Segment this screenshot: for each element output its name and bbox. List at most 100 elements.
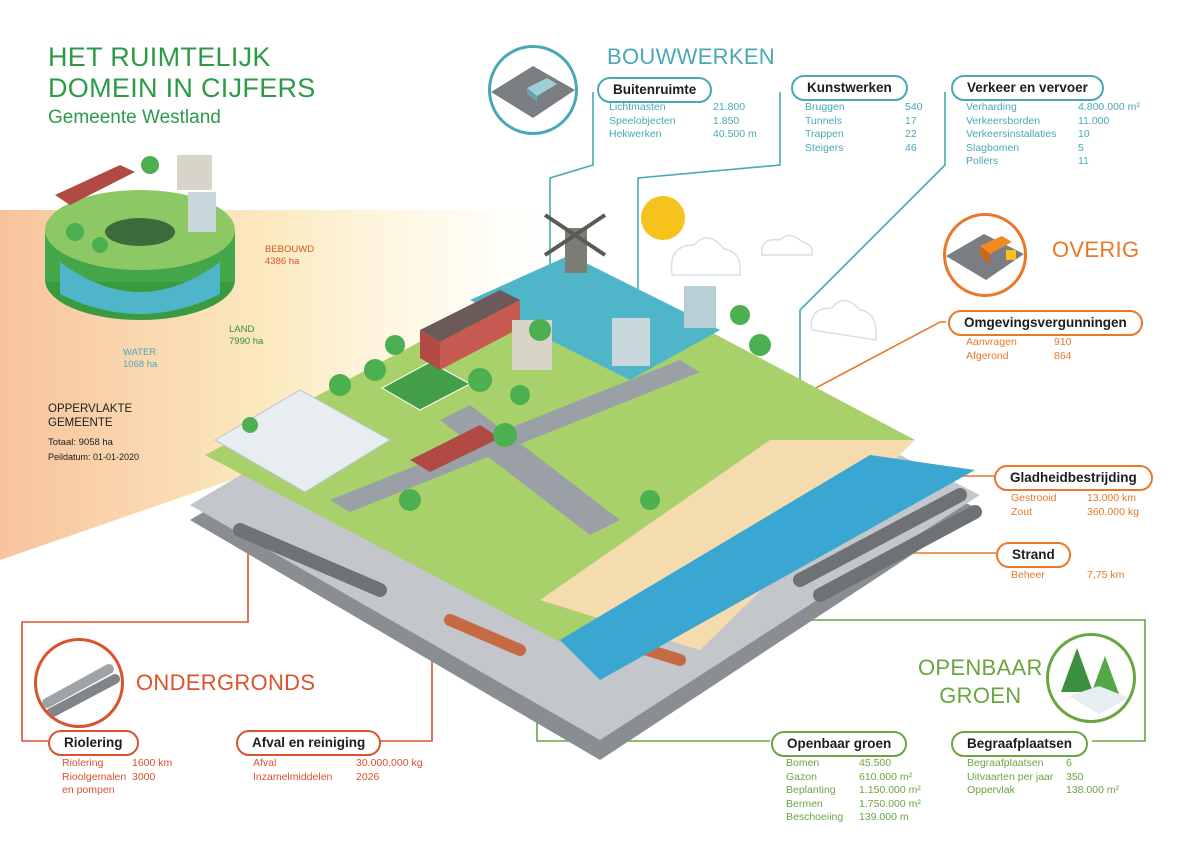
row-value: 10 xyxy=(1078,128,1090,140)
water-title: WATER xyxy=(123,347,157,358)
row-bermen: Bermen 1.750.000 m² xyxy=(786,798,921,812)
row-value: 3000 xyxy=(132,770,156,783)
row-value: 22 xyxy=(905,128,917,140)
row-key: Slagbomen xyxy=(966,141,1020,154)
row-key: Verharding xyxy=(966,101,1017,113)
row-steigers: Steigers 46 xyxy=(805,142,923,156)
panel-title-riolering: Riolering xyxy=(48,730,139,756)
pine-trees-icon xyxy=(1046,633,1136,723)
page-title: HET RUIMTELIJK DOMEIN IN CIJFERS xyxy=(48,42,316,104)
row-value: 540 xyxy=(905,101,923,113)
panel-title-gladheid: Gladheidbestrijding xyxy=(994,465,1153,491)
row-value: 17 xyxy=(905,114,917,127)
section-bouwwerken: BOUWWERKEN xyxy=(607,44,775,69)
oppervlakte-totaal: Totaal: 9058 ha xyxy=(48,437,113,448)
row-key: Gazon xyxy=(786,770,817,783)
row-value: 7,75 km xyxy=(1087,569,1125,581)
row-beplanting: Beplanting 1.150.000 m² xyxy=(786,784,921,798)
bebouwd-value: 4386 ha xyxy=(265,256,300,267)
title-line-1: HET RUIMTELIJK xyxy=(48,42,271,72)
title-line-2: DOMEIN IN CIJFERS xyxy=(48,73,316,103)
row-afgerond: Afgerond 864 xyxy=(966,350,1072,364)
row-key: Bruggen xyxy=(805,101,845,113)
row-key: Pollers xyxy=(966,155,999,167)
row-value: 1.150.000 m² xyxy=(859,784,921,796)
row-key: Beplanting xyxy=(786,784,836,796)
row-value: 2026 xyxy=(356,770,380,783)
row-key: Verkeersinstallaties xyxy=(966,128,1057,140)
sea xyxy=(560,455,975,680)
row-value: 40.500 m xyxy=(713,128,757,140)
row-value: 1.750.000 m² xyxy=(859,797,921,810)
panel-title-buitenruimte: Buitenruimte xyxy=(597,77,713,103)
row-key: Oppervlak xyxy=(967,784,1015,796)
row-key: Tunnels xyxy=(805,114,842,127)
row-value: 11 xyxy=(1078,155,1089,167)
oppervlakte-peildatum: Peildatum: 01-01-2020 xyxy=(48,452,140,462)
row-beschoeiing: Beschoeiing 139.000 m xyxy=(786,811,921,825)
row-value: 5 xyxy=(1078,141,1084,154)
row-key: Bermen xyxy=(786,797,823,810)
panel-title-groen: Openbaar groen xyxy=(771,731,908,757)
panel-strand: Beheer 7,75 km xyxy=(1011,569,1124,583)
row-beheer: Beheer 7,75 km xyxy=(1011,569,1124,583)
row-value: 139.000 m xyxy=(859,811,909,823)
row-key: Gestrooid xyxy=(1011,492,1057,504)
area-island xyxy=(45,155,235,320)
row-key: Lichtmasten xyxy=(609,101,666,113)
openbaar-groen-line-1: OPENBAAR xyxy=(918,655,1043,680)
row-key: Beschoeiing xyxy=(786,811,844,823)
row-value: 360.000 kg xyxy=(1087,505,1139,518)
row-key: Zout xyxy=(1011,505,1033,518)
row-riolering: Riolering 1600 km xyxy=(62,757,172,771)
row-key: Begraafplaatsen xyxy=(967,757,1044,769)
row-key: Uitvaarten per jaar xyxy=(967,770,1054,783)
windmill xyxy=(543,213,607,273)
row-key: Verkeersborden xyxy=(966,114,1041,127)
canal xyxy=(470,255,720,380)
snowplow-truck-icon xyxy=(943,213,1027,297)
row-key: Steigers xyxy=(805,141,844,154)
page-subtitle: Gemeente Westland xyxy=(48,107,221,128)
section-ondergronds: ONDERGRONDS xyxy=(136,670,316,695)
row-key: Beheer xyxy=(1011,569,1045,581)
row-value: 45.500 xyxy=(859,757,892,769)
row-hekwerken: Hekwerken 40.500 m xyxy=(609,128,757,142)
row-key: Hekwerken xyxy=(609,128,662,140)
panel-title-kunstwerken: Kunstwerken xyxy=(791,75,908,101)
openbaar-groen-line-2: GROEN xyxy=(939,683,1022,708)
row-value: 6 xyxy=(1066,757,1072,769)
section-overig: OVERIG xyxy=(1052,237,1140,262)
bebouwd-title: BEBOUWD xyxy=(265,244,315,255)
panel-title-omgeving: Omgevingsvergunningen xyxy=(948,310,1143,336)
row-value: 1600 km xyxy=(132,757,173,769)
oppervlakte-block: OPPERVLAKTE GEMEENTE Totaal: 9058 ha Pei… xyxy=(48,402,139,464)
row-value: 1.850 xyxy=(713,114,740,127)
panel-title-strand: Strand xyxy=(996,542,1071,568)
clouds xyxy=(670,234,877,341)
row-tunnels: Tunnels 17 xyxy=(805,115,923,129)
row-value: 46 xyxy=(905,141,917,154)
panel-title-verkeer: Verkeer en vervoer xyxy=(951,75,1104,101)
row-key: Riolering xyxy=(62,757,104,769)
section-openbaar-groen: OPENBAAR GROEN xyxy=(918,654,1043,710)
sun xyxy=(641,196,685,240)
row-value: 864 xyxy=(1054,349,1072,362)
row-key: en pompen xyxy=(62,784,115,796)
row-key: Afgerond xyxy=(966,349,1009,362)
buildings xyxy=(410,286,716,472)
row-slagbomen: Slagbomen 5 xyxy=(966,142,1140,156)
